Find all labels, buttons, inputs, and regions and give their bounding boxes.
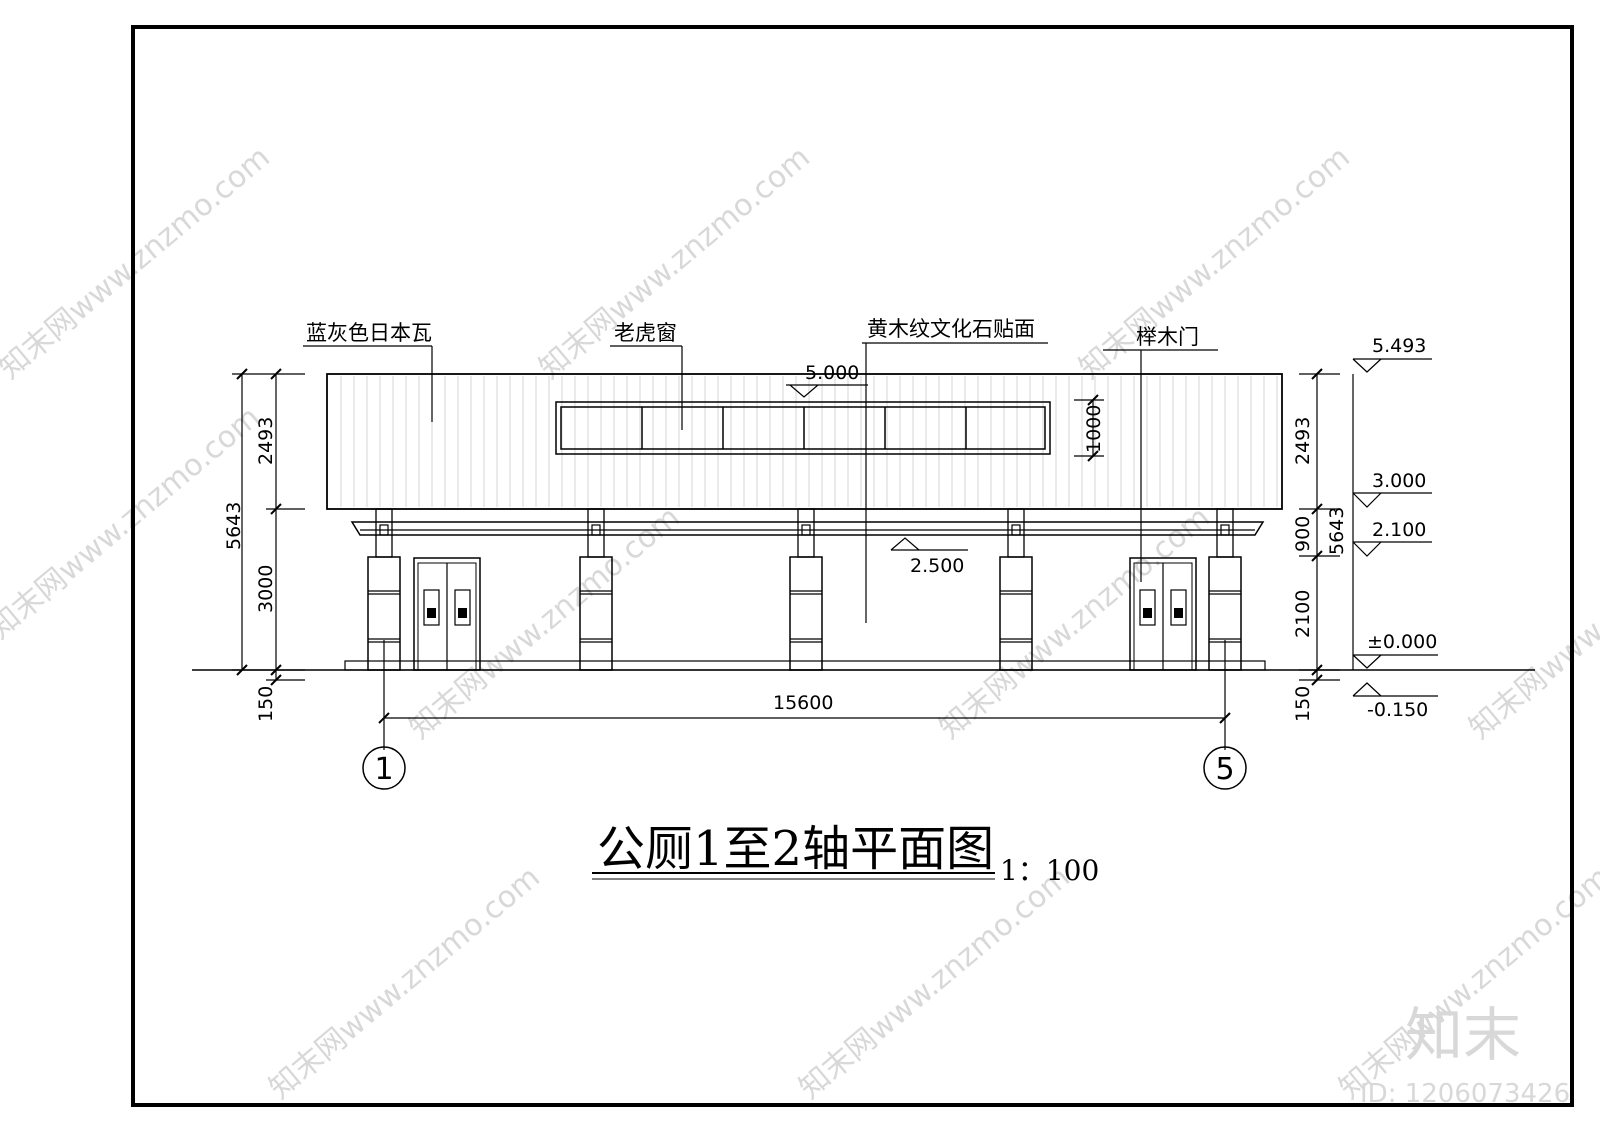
elev-right: 5.493 3.000 2.100 ±0.000 -0.150	[1352, 335, 1438, 721]
callout-door-label: 榉木门	[1136, 325, 1199, 349]
drawing-scale: 1：100	[1000, 854, 1099, 887]
dim-window: 1000	[1074, 394, 1105, 462]
dormer-window	[555, 401, 1051, 455]
elev-floor-label: ±0.000	[1367, 631, 1437, 653]
column	[579, 508, 613, 671]
elev-beam-label: 2.500	[910, 555, 964, 577]
watermark-brand: 知末	[1405, 1001, 1521, 1069]
watermark-text: 知末网www.znzmo.com	[793, 860, 1077, 1106]
dim-right: 2493 900 5643 2100 150	[1292, 368, 1348, 722]
watermark-layer: 知末网www.znzmo.com 知末网www.znzmo.com 知末网www…	[0, 140, 1600, 1106]
drawing-title: 公厕1至2轴平面图	[597, 821, 994, 877]
callout-stone: 黄木纹文化石贴面	[862, 317, 1048, 623]
dim-right-upper: 2493	[1292, 417, 1314, 465]
watermark-text: 知末网www.znzmo.com	[403, 500, 687, 746]
elev-beam-top-label: 2.100	[1372, 519, 1426, 541]
watermark-text: 知末网www.znzmo.com	[0, 140, 277, 386]
window-inner	[560, 406, 1046, 450]
dim-width: 15600	[378, 640, 1231, 750]
watermark-text: 知末网www.znzmo.com	[263, 860, 547, 1106]
watermark-text: 知末网www.znzmo.com	[933, 500, 1217, 746]
dim-width-label: 15600	[773, 692, 833, 714]
watermark-text: 知末网www.znzmo.com	[533, 140, 817, 386]
watermark-id: ID: 1206073426	[1360, 1079, 1570, 1109]
sheet-border	[131, 25, 1574, 1107]
dim-left: 5643 2493 3000 150	[223, 368, 305, 722]
eave-beam	[350, 521, 1265, 536]
watermark-text: 知末网www.znzmo.com	[1333, 860, 1600, 1106]
watermark-text: 知末网www.znzmo.com	[1073, 140, 1357, 386]
column	[367, 508, 401, 671]
drawing-title-block: 公厕1至2轴平面图 1：100	[592, 821, 1099, 887]
dim-left-lower: 3000	[255, 565, 277, 613]
dim-window-height: 1000	[1083, 405, 1105, 453]
column	[789, 508, 823, 671]
door-right	[1129, 557, 1197, 671]
elev-ground-label: -0.150	[1367, 699, 1428, 721]
callout-door: 榉木门	[1103, 325, 1218, 582]
elev-window-top-label: 5.000	[805, 362, 859, 384]
callout-roof: 蓝灰色日本瓦	[303, 321, 433, 422]
axis-right-label: 5	[1215, 752, 1234, 787]
callout-window-label: 老虎窗	[614, 321, 677, 345]
axis-marker-left: 1	[362, 746, 406, 790]
elev-eave-label: 3.000	[1372, 470, 1426, 492]
door-left	[413, 557, 481, 671]
dim-right-2100: 2100	[1292, 590, 1314, 638]
callout-window: 老虎窗	[610, 321, 683, 430]
dim-right-base: 150	[1292, 686, 1314, 722]
roof-tile-lines	[340, 376, 1278, 507]
callout-roof-label: 蓝灰色日本瓦	[306, 321, 432, 345]
callout-stone-label: 黄木纹文化石贴面	[867, 317, 1035, 341]
elev-beam: 2.500	[890, 537, 968, 577]
window-outer	[555, 401, 1051, 455]
dim-left-base: 150	[255, 686, 277, 722]
watermark-text: 知末网www.znzmo.com	[1463, 500, 1600, 746]
dim-left-total: 5643	[223, 502, 245, 550]
axis-marker-right: 5	[1203, 746, 1247, 790]
elev-window-top: 5.000	[786, 362, 868, 398]
elev-top-label: 5.493	[1372, 335, 1426, 357]
dim-right-total: 5643	[1326, 507, 1348, 555]
dim-left-upper: 2493	[255, 417, 277, 465]
roof	[326, 373, 1283, 510]
dim-right-900: 900	[1292, 516, 1314, 552]
column	[999, 508, 1033, 671]
columns	[367, 508, 1242, 671]
axis-left-label: 1	[374, 752, 393, 787]
